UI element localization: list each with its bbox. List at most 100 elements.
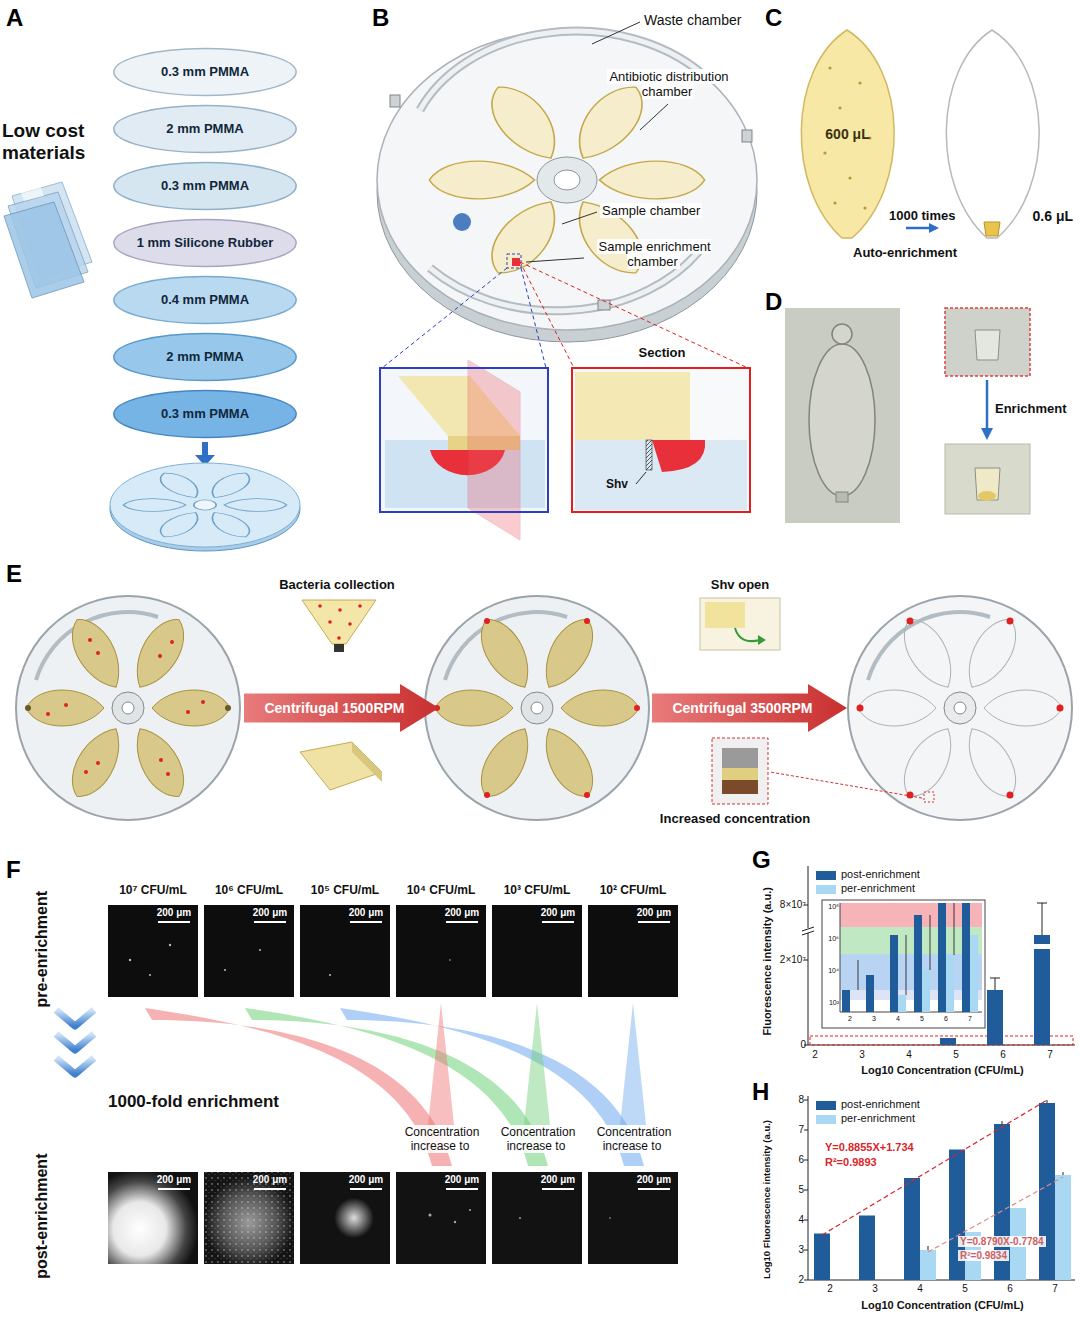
chart-g bbox=[995, 978, 996, 990]
text-label: H bbox=[752, 1078, 769, 1105]
pre-enrichment-tiles bbox=[396, 905, 486, 997]
pre-enrichment-tiles bbox=[224, 969, 226, 971]
chart-g bbox=[802, 927, 814, 931]
chamber-outline bbox=[946, 30, 1039, 238]
disc-enriched bbox=[1007, 618, 1014, 625]
pre-enrichment-tiles bbox=[149, 974, 151, 976]
text-label: 200 μm bbox=[541, 1174, 575, 1185]
pre-enrichment-tiles bbox=[254, 921, 286, 923]
post-enrichment-tiles bbox=[254, 1188, 286, 1190]
assembled-disc bbox=[194, 500, 216, 510]
zoom-section-view bbox=[575, 440, 747, 510]
chart-h bbox=[1047, 1100, 1048, 1103]
zoom-3d-view bbox=[385, 440, 545, 508]
chart-g bbox=[840, 927, 982, 954]
leader-lines bbox=[526, 258, 584, 262]
pre-enrichment-tiles bbox=[204, 905, 294, 997]
disc-enriched bbox=[907, 792, 914, 799]
assembly-arrow bbox=[195, 442, 215, 466]
disc-before bbox=[159, 758, 163, 762]
sample-chamber-full: 600 μL bbox=[790, 28, 905, 240]
collection-insets bbox=[334, 644, 344, 652]
zoom-section-view bbox=[572, 368, 750, 512]
chart-h bbox=[920, 1175, 1071, 1280]
chart-h bbox=[859, 1216, 875, 1281]
text-label: 8×10⁷ bbox=[780, 899, 806, 910]
label-box: 2 bbox=[805, 1049, 825, 1061]
chart-h bbox=[1039, 1103, 1055, 1280]
disc-enriched bbox=[868, 612, 990, 680]
chart-g bbox=[840, 1012, 982, 1013]
chart-h bbox=[920, 1250, 936, 1280]
disc-before bbox=[88, 638, 92, 642]
enrichment-photos bbox=[978, 491, 996, 501]
label-box: 200 μm bbox=[152, 1174, 196, 1186]
text-label: Section bbox=[639, 345, 686, 360]
layer-disc: 1 mm Silicone Rubber bbox=[112, 218, 298, 268]
chart-h bbox=[814, 1234, 830, 1281]
text-label: A bbox=[6, 4, 23, 31]
chart-g bbox=[840, 903, 982, 927]
microfluidic-disc bbox=[742, 130, 752, 142]
chart-g bbox=[840, 954, 982, 990]
layer-disc: 2 mm PMMA bbox=[112, 332, 298, 382]
text-label: Y=0.8790X-0.7784 bbox=[958, 1236, 1046, 1247]
label-box: R²=0.9893 bbox=[823, 1156, 903, 1169]
text-label: F bbox=[6, 856, 21, 883]
legend-swatch bbox=[816, 885, 836, 894]
collection-insets bbox=[318, 604, 362, 640]
assembly-arrow bbox=[202, 442, 208, 456]
label-box: 6 bbox=[782, 1154, 804, 1166]
chart-h bbox=[928, 1246, 929, 1250]
text-label: 4 bbox=[896, 1015, 900, 1022]
label-box: Y=0.8790X-0.7784 bbox=[958, 1236, 1070, 1248]
collection-insets bbox=[338, 608, 342, 612]
disc-before bbox=[25, 705, 31, 711]
enrichment-beams bbox=[145, 1003, 646, 1166]
pre-enrichment-tiles bbox=[158, 921, 670, 923]
label-box: 200 μm bbox=[152, 907, 196, 919]
pre-enrichment-tiles bbox=[588, 905, 678, 997]
label-box: Low cost materials bbox=[2, 120, 108, 164]
text-label: 10² CFU/mL bbox=[600, 883, 667, 897]
text-label: 4 bbox=[906, 1049, 912, 1060]
node-label: 2 mm PMMA bbox=[166, 122, 243, 137]
microfluidic-disc bbox=[377, 30, 757, 330]
layer-outline bbox=[114, 163, 296, 210]
zoom-lines bbox=[382, 268, 507, 368]
sample-dot bbox=[833, 201, 836, 204]
label-box: A bbox=[6, 4, 36, 32]
pre-enrichment-tiles bbox=[329, 974, 331, 976]
disc-before bbox=[96, 651, 100, 655]
legend-box: per-enrichment bbox=[841, 882, 915, 895]
post-enrichment-tiles bbox=[588, 1172, 678, 1264]
label-box: 5 bbox=[782, 1184, 804, 1196]
layer-outline bbox=[114, 220, 296, 267]
pre-enrichment-tiles bbox=[108, 905, 198, 997]
disc-before bbox=[186, 710, 190, 714]
node-label: 0.3 mm PMMA bbox=[161, 179, 249, 194]
disc-collected bbox=[634, 705, 640, 711]
chart-h bbox=[804, 1100, 808, 1101]
arrow-shape bbox=[652, 684, 847, 732]
disc-before bbox=[26, 611, 230, 806]
chart-g bbox=[804, 905, 808, 1045]
chart-h bbox=[928, 1100, 1063, 1250]
text-label: 6 bbox=[1007, 1283, 1013, 1294]
disc-collected bbox=[434, 618, 640, 798]
label-box: 200 μm bbox=[632, 907, 676, 919]
text-label: 200 μm bbox=[349, 1174, 383, 1185]
disc-enriched bbox=[857, 618, 1064, 799]
text-label: Sample enrichment chamber bbox=[597, 239, 711, 269]
label-box: 200 μm bbox=[440, 907, 484, 919]
disc-enriched bbox=[857, 705, 864, 712]
chart-h bbox=[804, 1280, 808, 1281]
text-label: 2 bbox=[848, 1015, 852, 1022]
node-label: 2 mm PMMA bbox=[166, 350, 243, 365]
label-box: 5 bbox=[946, 1049, 966, 1061]
chart-g bbox=[822, 900, 985, 1028]
pre-enrichment-tiles bbox=[492, 905, 582, 997]
text-label: 5 bbox=[798, 1184, 804, 1195]
text-label: D bbox=[765, 288, 782, 315]
collection-insets bbox=[337, 636, 341, 640]
